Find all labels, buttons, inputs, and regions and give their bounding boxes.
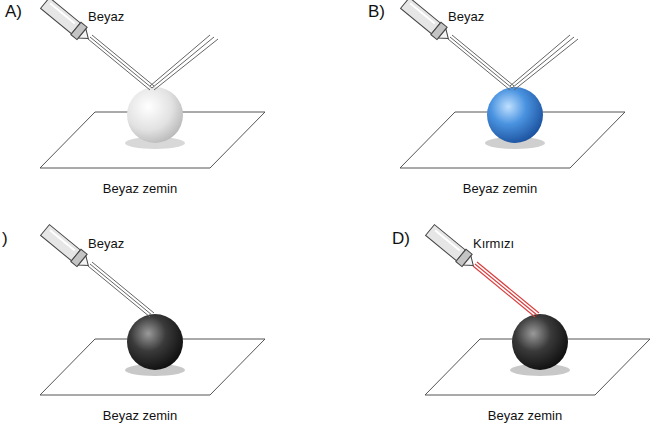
panel-letter: ) [2, 229, 8, 249]
ground-label: Beyaz zemin [463, 182, 537, 197]
light-label: Beyaz [448, 10, 484, 25]
light-label: Beyaz [88, 10, 124, 25]
light-label: Kırmızı [473, 237, 514, 252]
ground-label: Beyaz zemin [103, 409, 177, 424]
panel-letter: D) [392, 229, 410, 249]
ground-label: Beyaz zemin [103, 182, 177, 197]
ground-label: Beyaz zemin [488, 409, 562, 424]
light-label: Beyaz [88, 237, 124, 252]
panel-letter: B) [368, 2, 385, 22]
panel-letter: A) [5, 2, 22, 22]
